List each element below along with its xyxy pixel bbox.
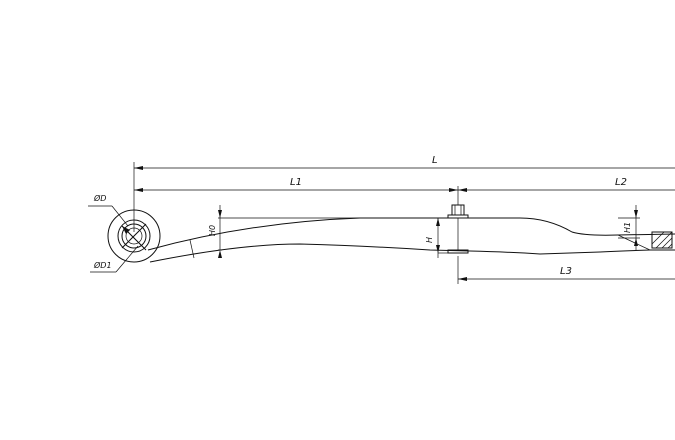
dimension-overall-length: L — [134, 155, 675, 170]
dimension-rear-span: L3 — [458, 266, 675, 281]
label-eye-inner-diameter: ØD — [93, 193, 106, 203]
rear-end-section — [651, 231, 673, 249]
eye-diameter-leaders: ØD ØD1 — [88, 193, 139, 273]
dimension-front-length: L1 — [134, 177, 458, 192]
label-front-height: H0 — [208, 225, 217, 236]
spring-leaf — [147, 217, 675, 263]
label-center-height: H — [425, 237, 434, 243]
dimension-front-height: H0 — [208, 205, 222, 258]
label-overall-length: L — [432, 155, 438, 166]
dimension-rear-length: L2 — [458, 177, 675, 192]
label-front-length: L1 — [290, 177, 302, 188]
label-rear-length: L2 — [615, 177, 627, 188]
label-eye-outer-diameter: ØD1 — [93, 260, 112, 270]
label-rear-span: L3 — [560, 266, 572, 277]
spring-eye — [107, 209, 161, 263]
dimension-rear-height: H1 — [623, 205, 638, 250]
label-rear-height: H1 — [623, 222, 632, 233]
center-bolt — [447, 204, 469, 254]
dimension-center-height: H — [425, 217, 448, 258]
